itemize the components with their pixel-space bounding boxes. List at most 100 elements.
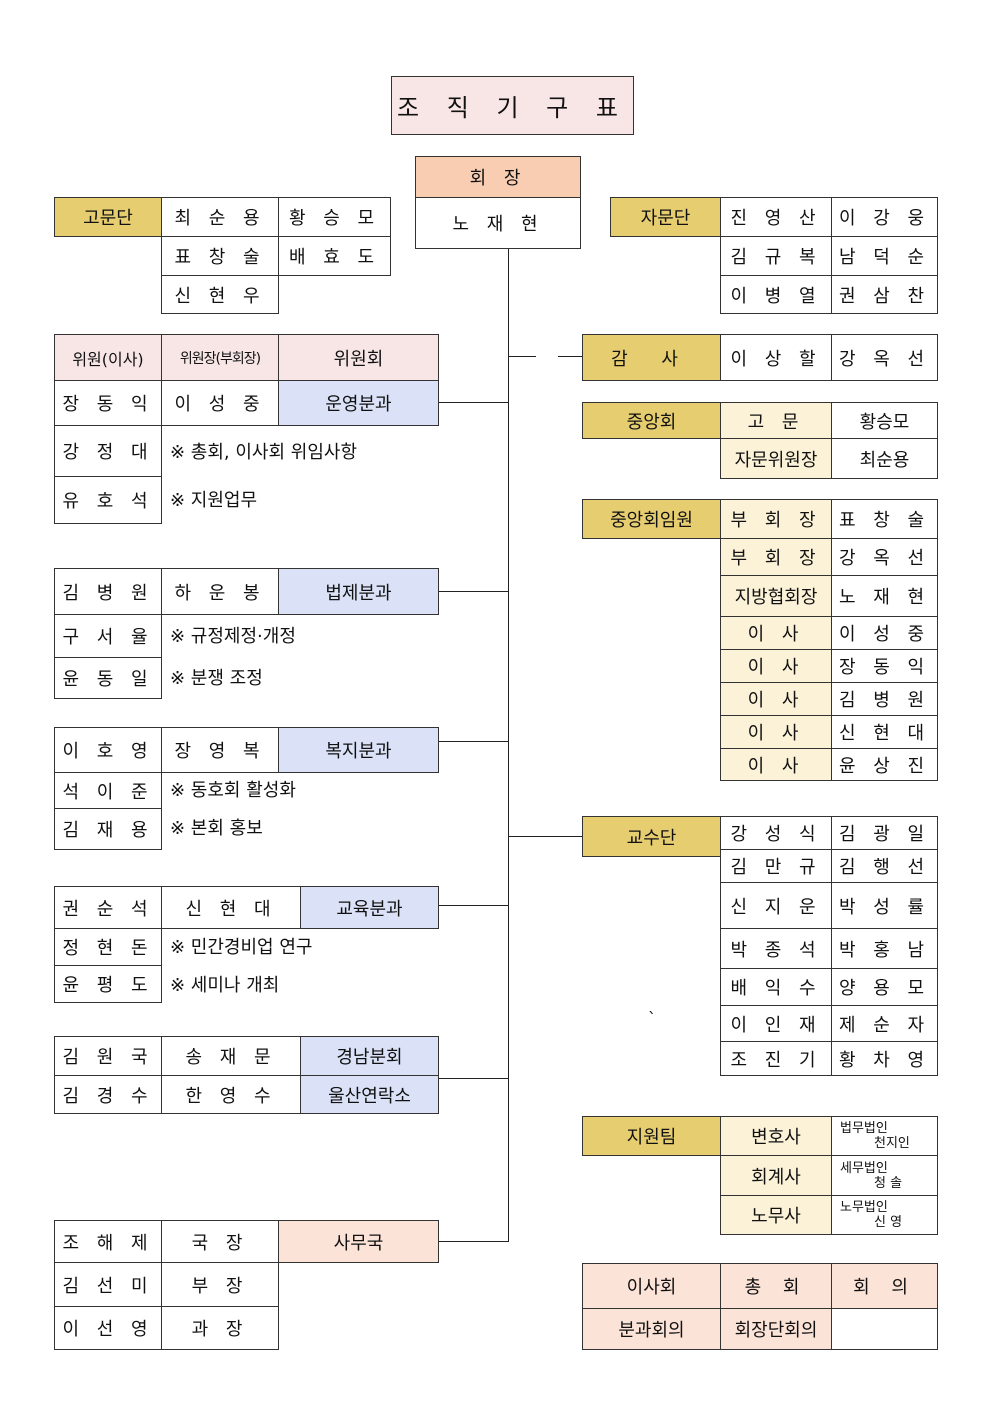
support-firm: 노무법인 신 영 [831, 1195, 938, 1235]
gomundan-name: 배 효 도 [278, 236, 391, 276]
support-firm-name: 신 영 [874, 1215, 903, 1230]
support-firm-type: 세무법인 [840, 1160, 888, 1176]
committee-header-unit: 위원회 [278, 334, 439, 381]
education-member: 권 순 석 [54, 886, 162, 929]
support-role: 변호사 [720, 1116, 832, 1156]
education-member: 정 현 돈 [54, 928, 162, 966]
support-firm-type: 법무법인 [840, 1121, 888, 1136]
officer-name: 표 창 술 [831, 499, 938, 539]
gomundan-name: 신 현 우 [161, 275, 279, 314]
office-title: 과 장 [161, 1306, 279, 1350]
office-name: 이 선 영 [54, 1306, 162, 1350]
branch-member: 김 경 수 [54, 1075, 162, 1114]
operations-duty: ※ 지원업무 [170, 490, 258, 511]
officer-role: 이 사 [720, 616, 832, 650]
operations-unit: 운영분과 [278, 380, 439, 426]
education-member: 윤 평 도 [54, 965, 162, 1003]
support-firm: 법무법인 천지인 [831, 1116, 938, 1156]
faculty-name: 신 지 운 [720, 882, 832, 929]
connector-branches [439, 1078, 509, 1079]
jamundan-name: 이 강 웅 [831, 197, 938, 237]
officer-role: 이 사 [720, 649, 832, 683]
trunk-line [508, 248, 509, 1241]
page-title-text: 조 직 기 구 표 [397, 94, 628, 122]
office-unit: 사무국 [278, 1220, 439, 1263]
meeting-item: 회 의 [831, 1263, 938, 1309]
welfare-member: 이 호 영 [54, 727, 162, 773]
connector-education [439, 905, 509, 906]
faculty-name: 김 행 선 [831, 849, 938, 883]
welfare-member: 석 이 준 [54, 772, 162, 809]
faculty-name: 김 만 규 [720, 849, 832, 883]
stray-mark: ` [648, 1008, 656, 1028]
welfare-unit: 복지분과 [278, 727, 439, 773]
faculty-name: 황 차 영 [831, 1041, 938, 1076]
branch-unit: 울산연락소 [300, 1075, 439, 1114]
officer-name: 신 현 대 [831, 715, 938, 749]
officer-name: 이 성 중 [831, 616, 938, 650]
legal-member: 김 병 원 [54, 568, 162, 615]
president-name: 노 재 현 [415, 197, 581, 249]
faculty-name: 강 성 식 [720, 816, 832, 850]
jamundan-name: 이 병 열 [720, 275, 832, 314]
support-role: 노무사 [720, 1195, 832, 1235]
support-firm-name: 청 솔 [874, 1175, 903, 1191]
officer-name: 김 병 원 [831, 682, 938, 716]
officer-role: 이 사 [720, 715, 832, 749]
connector-office [439, 1241, 509, 1242]
meeting-item: 분과회의 [582, 1308, 721, 1350]
faculty-name: 배 익 수 [720, 968, 832, 1006]
faculty-label: 교수단 [582, 816, 721, 857]
operations-duty: ※ 총회, 이사회 위임사항 [170, 442, 358, 463]
legal-member: 구 서 율 [54, 614, 162, 658]
education-unit: 교육분과 [300, 886, 439, 929]
committee-header-member: 위원(이사) [54, 334, 162, 381]
operations-member: 유 호 석 [54, 476, 162, 524]
officer-name: 장 동 익 [831, 649, 938, 683]
office-title: 국 장 [161, 1220, 279, 1263]
officer-role: 부 회 장 [720, 499, 832, 539]
faculty-name: 양 용 모 [831, 968, 938, 1006]
gomundan-name: 황 승 모 [278, 197, 391, 237]
connector-operations [439, 402, 509, 403]
officer-role: 지방협회장 [720, 575, 832, 617]
branch-chair: 송 재 문 [161, 1036, 301, 1076]
operations-member: 강 정 대 [54, 425, 162, 477]
officer-role: 부 회 장 [720, 538, 832, 576]
officer-name: 노 재 현 [831, 575, 938, 617]
legal-duty: ※ 분쟁 조정 [170, 668, 263, 689]
faculty-name: 박 성 률 [831, 882, 938, 929]
welfare-member: 김 재 용 [54, 808, 162, 850]
audit-dash: — [537, 349, 549, 363]
central-role: 자문위원장 [720, 438, 832, 479]
officer-role: 이 사 [720, 682, 832, 716]
legal-chair: 하 운 봉 [161, 568, 279, 615]
jamundan-name: 권 삼 찬 [831, 275, 938, 314]
operations-chair: 이 성 중 [161, 380, 279, 426]
support-firm-type: 노무법인 [840, 1200, 888, 1215]
gomundan-label: 고문단 [54, 197, 162, 237]
faculty-name: 박 종 석 [720, 928, 832, 969]
connector-faculty [508, 836, 582, 837]
education-chair: 신 현 대 [161, 886, 301, 929]
meeting-item: 이사회 [582, 1263, 721, 1309]
officer-role: 이 사 [720, 748, 832, 781]
officer-name: 윤 상 진 [831, 748, 938, 781]
gomundan-name: 최 순 용 [161, 197, 279, 237]
central-label: 중앙회 [582, 402, 721, 439]
legal-duty: ※ 규정제정·개정 [170, 626, 296, 647]
support-firm-name: 천지인 [874, 1136, 910, 1151]
officer-name: 강 옥 선 [831, 538, 938, 576]
central-name: 최순용 [831, 438, 938, 479]
jamundan-name: 진 영 산 [720, 197, 832, 237]
support-role: 회계사 [720, 1155, 832, 1196]
faculty-name: 이 인 재 [720, 1005, 832, 1042]
meeting-item: 총 회 [720, 1263, 832, 1309]
education-duty: ※ 세미나 개최 [170, 975, 280, 996]
central-officers-label: 중앙회임원 [582, 499, 721, 539]
welfare-duty: ※ 동호회 활성화 [170, 780, 296, 801]
faculty-name: 김 광 일 [831, 816, 938, 850]
jamundan-label: 자문단 [610, 197, 721, 237]
connector-welfare [439, 741, 509, 742]
gomundan-name: 표 창 술 [161, 236, 279, 276]
